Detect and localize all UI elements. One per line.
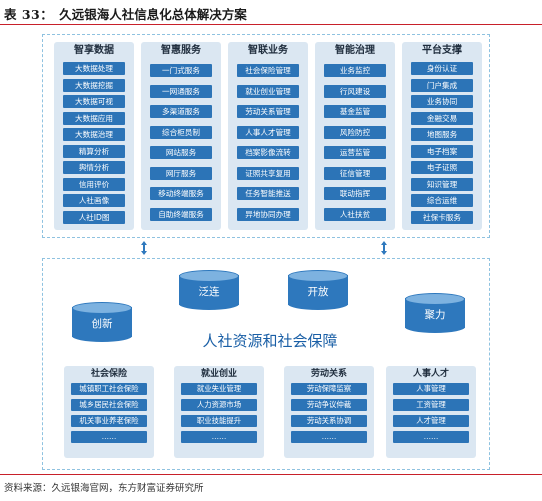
- column-item: 电子档案: [411, 144, 473, 158]
- card-item: 劳动保障监察: [291, 383, 367, 395]
- card-item: 职业技能提升: [181, 415, 257, 427]
- column-item: 地图服务: [411, 128, 473, 141]
- pillar-label: 聚力: [424, 309, 446, 321]
- column-item: 运营监管: [324, 146, 386, 159]
- column-title: 智联业务: [248, 45, 288, 56]
- column-item: 自助终端服务: [150, 207, 212, 221]
- column-item: 社保卡服务: [411, 210, 473, 224]
- column-item: 大数据可视: [63, 95, 125, 108]
- card-item: 工资管理: [393, 399, 469, 411]
- column-item: 精算分析: [63, 144, 125, 158]
- column-item: 网厅服务: [150, 166, 212, 180]
- source-note: 资料来源：久远银海官网，东方财富证券研究所: [4, 483, 204, 494]
- card-labor-relations: 劳动关系 劳动保障监察 劳动争议仲裁 劳动关系协调 ……: [284, 366, 374, 458]
- column-item: 人社ID图: [63, 210, 125, 224]
- column-item: 身份认证: [411, 62, 473, 75]
- column-item: 大数据挖掘: [63, 78, 125, 92]
- column-item: 综合柜员制: [150, 125, 212, 139]
- column-zhixiang-data: 智享数据 大数据处理 大数据挖掘 大数据可视 大数据应用 大数据治理 精算分析 …: [54, 42, 134, 230]
- column-item: 就业创业管理: [237, 84, 299, 98]
- column-title: 智惠服务: [161, 45, 201, 56]
- column-item: 征信管理: [324, 166, 386, 180]
- top-rule: [0, 24, 542, 25]
- figure-title: 表 33： 久远银海人社信息化总体解决方案: [4, 4, 247, 22]
- column-item: 人社扶贫: [324, 207, 386, 221]
- column-item: 档案影像流转: [237, 146, 299, 159]
- figure-title-text: 久远银海人社信息化总体解决方案: [59, 6, 247, 22]
- card-item: ……: [393, 431, 469, 443]
- column-item: 大数据处理: [63, 62, 125, 75]
- card-employment: 就业创业 就业失业管理 人力资源市场 职业技能提升 ……: [174, 366, 264, 458]
- column-item: 大数据应用: [63, 111, 125, 125]
- column-item: 证照共享复用: [237, 166, 299, 180]
- pillar-openness: 开放: [288, 270, 348, 310]
- card-title: 就业创业: [200, 369, 237, 379]
- column-item: 劳动关系管理: [237, 105, 299, 118]
- column-item: 行风建设: [324, 84, 386, 98]
- card-title: 社会保险: [90, 369, 127, 379]
- card-item: 劳动关系协调: [291, 415, 367, 427]
- pillar-innovation: 创新: [72, 302, 132, 342]
- column-title: 智享数据: [74, 45, 114, 56]
- pillar-label: 创新: [91, 318, 113, 330]
- card-item: 城乡居民社会保险: [71, 399, 147, 411]
- center-title: 人社资源和社会保障: [202, 332, 338, 350]
- column-item: 信用评价: [63, 177, 125, 191]
- column-platform-support: 平台支撑 身份认证 门户集成 业务协同 金融交易 地图服务 电子档案 电子证照 …: [402, 42, 482, 230]
- column-item: 金融交易: [411, 111, 473, 125]
- column-item: 一网通服务: [150, 84, 212, 98]
- column-item: 联动指挥: [324, 187, 386, 200]
- column-title: 智能治理: [335, 45, 375, 56]
- column-item: 综合运维: [411, 194, 473, 207]
- double-arrow-icon: [381, 241, 387, 255]
- column-item: 人事人才管理: [237, 125, 299, 139]
- column-item: 知识管理: [411, 177, 473, 191]
- card-title: 人事人才: [412, 369, 449, 379]
- bottom-rule: [0, 474, 542, 475]
- card-social-insurance: 社会保险 城镇职工社会保险 城乡居民社会保险 机关事业养老保险 ……: [64, 366, 154, 458]
- card-personnel-talent: 人事人才 人事管理 工资管理 人才管理 ……: [386, 366, 476, 458]
- card-item: ……: [291, 431, 367, 443]
- column-item: 人社画像: [63, 194, 125, 207]
- pillar-label: 开放: [307, 286, 329, 298]
- column-item: 基金监管: [324, 105, 386, 118]
- card-item: 城镇职工社会保险: [71, 383, 147, 395]
- card-item: ……: [181, 431, 257, 443]
- column-zhilian-business: 智联业务 社会保险管理 就业创业管理 劳动关系管理 人事人才管理 档案影像流转 …: [228, 42, 308, 230]
- column-item: 业务协同: [411, 95, 473, 108]
- column-item: 移动终端服务: [150, 187, 212, 200]
- column-item: 网站服务: [150, 146, 212, 159]
- card-item: 人事管理: [393, 383, 469, 395]
- column-zhineng-governance: 智能治理 业务监控 行风建设 基金监管 风险防控 运营监管 征信管理 联动指挥 …: [315, 42, 395, 230]
- pillar-label: 泛连: [198, 286, 220, 298]
- column-item: 舆情分析: [63, 161, 125, 174]
- column-item: 异地协同办理: [237, 207, 299, 221]
- figure-label: 表 33：: [4, 6, 54, 22]
- card-item: 劳动争议仲裁: [291, 399, 367, 411]
- pillar-connection: 泛连: [179, 270, 239, 310]
- card-item: ……: [71, 431, 147, 443]
- column-item: 门户集成: [411, 78, 473, 92]
- card-item: 就业失业管理: [181, 383, 257, 395]
- card-item: 人力资源市场: [181, 399, 257, 411]
- card-item: 机关事业养老保险: [71, 415, 147, 427]
- card-title: 劳动关系: [310, 369, 347, 379]
- column-item: 任务智能推送: [237, 187, 299, 200]
- double-arrow-icon: [141, 241, 147, 255]
- column-item: 业务监控: [324, 64, 386, 77]
- pillar-synergy: 聚力: [405, 293, 465, 333]
- column-item: 一门式服务: [150, 64, 212, 77]
- column-zhihui-service: 智惠服务 一门式服务 一网通服务 多渠道服务 综合柜员制 网站服务 网厅服务 移…: [141, 42, 221, 230]
- column-title: 平台支撑: [422, 45, 462, 56]
- column-item: 大数据治理: [63, 128, 125, 141]
- column-item: 电子证照: [411, 161, 473, 174]
- column-item: 多渠道服务: [150, 105, 212, 118]
- card-item: 人才管理: [393, 415, 469, 427]
- column-item: 社会保险管理: [237, 64, 299, 77]
- column-item: 风险防控: [324, 125, 386, 139]
